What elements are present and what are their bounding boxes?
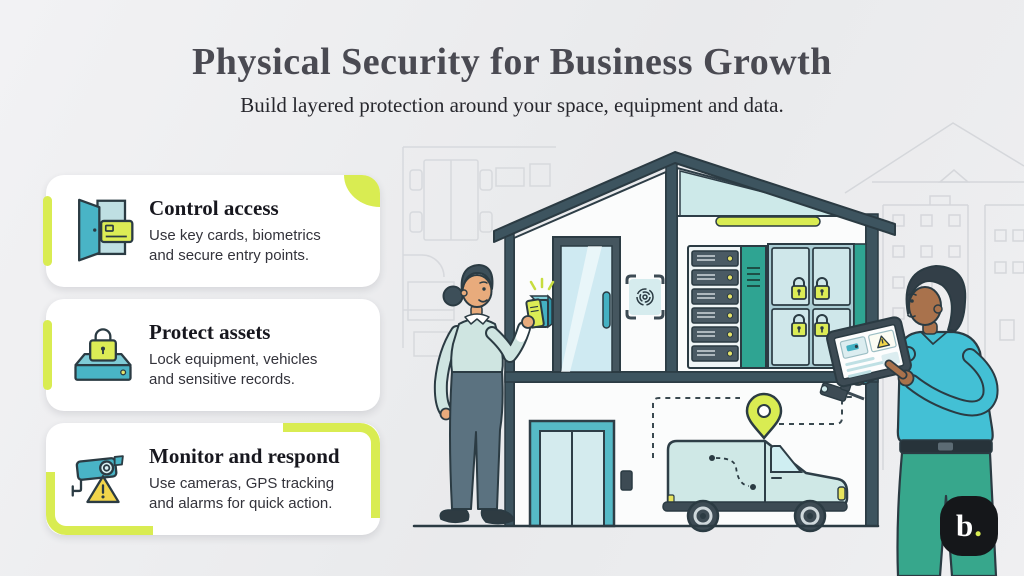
ceiling-light [715, 216, 821, 227]
page-subtitle: Build layered protection around your spa… [240, 93, 784, 117]
brand-logo-letter: b [956, 508, 974, 543]
elevator [528, 419, 616, 528]
card-accent-strip [43, 196, 52, 266]
glass-door [552, 236, 621, 373]
brand-logo-dot: . [974, 508, 982, 543]
card-accent-corner [283, 423, 380, 518]
card-title: Monitor and respond [149, 444, 340, 469]
brand-logo: b. [940, 496, 998, 556]
card-title: Protect assets [149, 320, 271, 345]
padlock-safe-icon [74, 328, 132, 381]
blueprint-background [402, 146, 556, 357]
card-body: Use key cards, biometrics and secure ent… [149, 227, 321, 264]
gps-pin [745, 392, 783, 441]
card-protect-assets: Protect assets Lock equipment, vehicles … [43, 299, 380, 411]
sparkle-lines [529, 277, 555, 291]
card-text: Monitor and respond Use cameras, GPS tra… [149, 444, 340, 514]
roof [493, 151, 896, 243]
card-control-access: Control access Use key cards, biometrics… [43, 175, 380, 287]
page-title: Physical Security for Business Growth [192, 41, 832, 83]
delivery-van [662, 439, 849, 533]
card-body: Lock equipment, vehicles and sensitive r… [149, 351, 318, 388]
door-handle [602, 291, 611, 329]
card-accent-strip [43, 320, 52, 390]
wall-plate [620, 470, 633, 491]
card-monitor-respond: Monitor and respond Use cameras, GPS tra… [46, 423, 380, 535]
card-text: Protect assets Lock equipment, vehicles … [149, 320, 317, 390]
van-wheel [793, 499, 827, 533]
floor-bar [504, 371, 879, 383]
woman-with-keycard [433, 264, 535, 525]
server-rack [687, 245, 767, 369]
feature-cards: Control access Use key cards, biometrics… [43, 175, 380, 535]
padlock-icon [814, 314, 830, 337]
van-route [709, 455, 756, 490]
gps-route [652, 396, 858, 458]
partition-wall [665, 162, 678, 373]
padlock-icon [791, 277, 807, 300]
fingerprint-scanner [625, 274, 665, 320]
card-text: Control access Use key cards, biometrics… [149, 196, 321, 266]
card-title: Control access [149, 196, 279, 221]
padlock-icon [814, 277, 830, 300]
van-wheel [686, 499, 720, 533]
padlock-icon [791, 314, 807, 337]
cctv-alert-icon [71, 455, 124, 504]
card-accent-corner [344, 175, 380, 207]
card-accent-corner [46, 472, 153, 535]
header: Physical Security for Business Growth Bu… [0, 0, 1024, 118]
door-keycard-icon [78, 198, 134, 262]
